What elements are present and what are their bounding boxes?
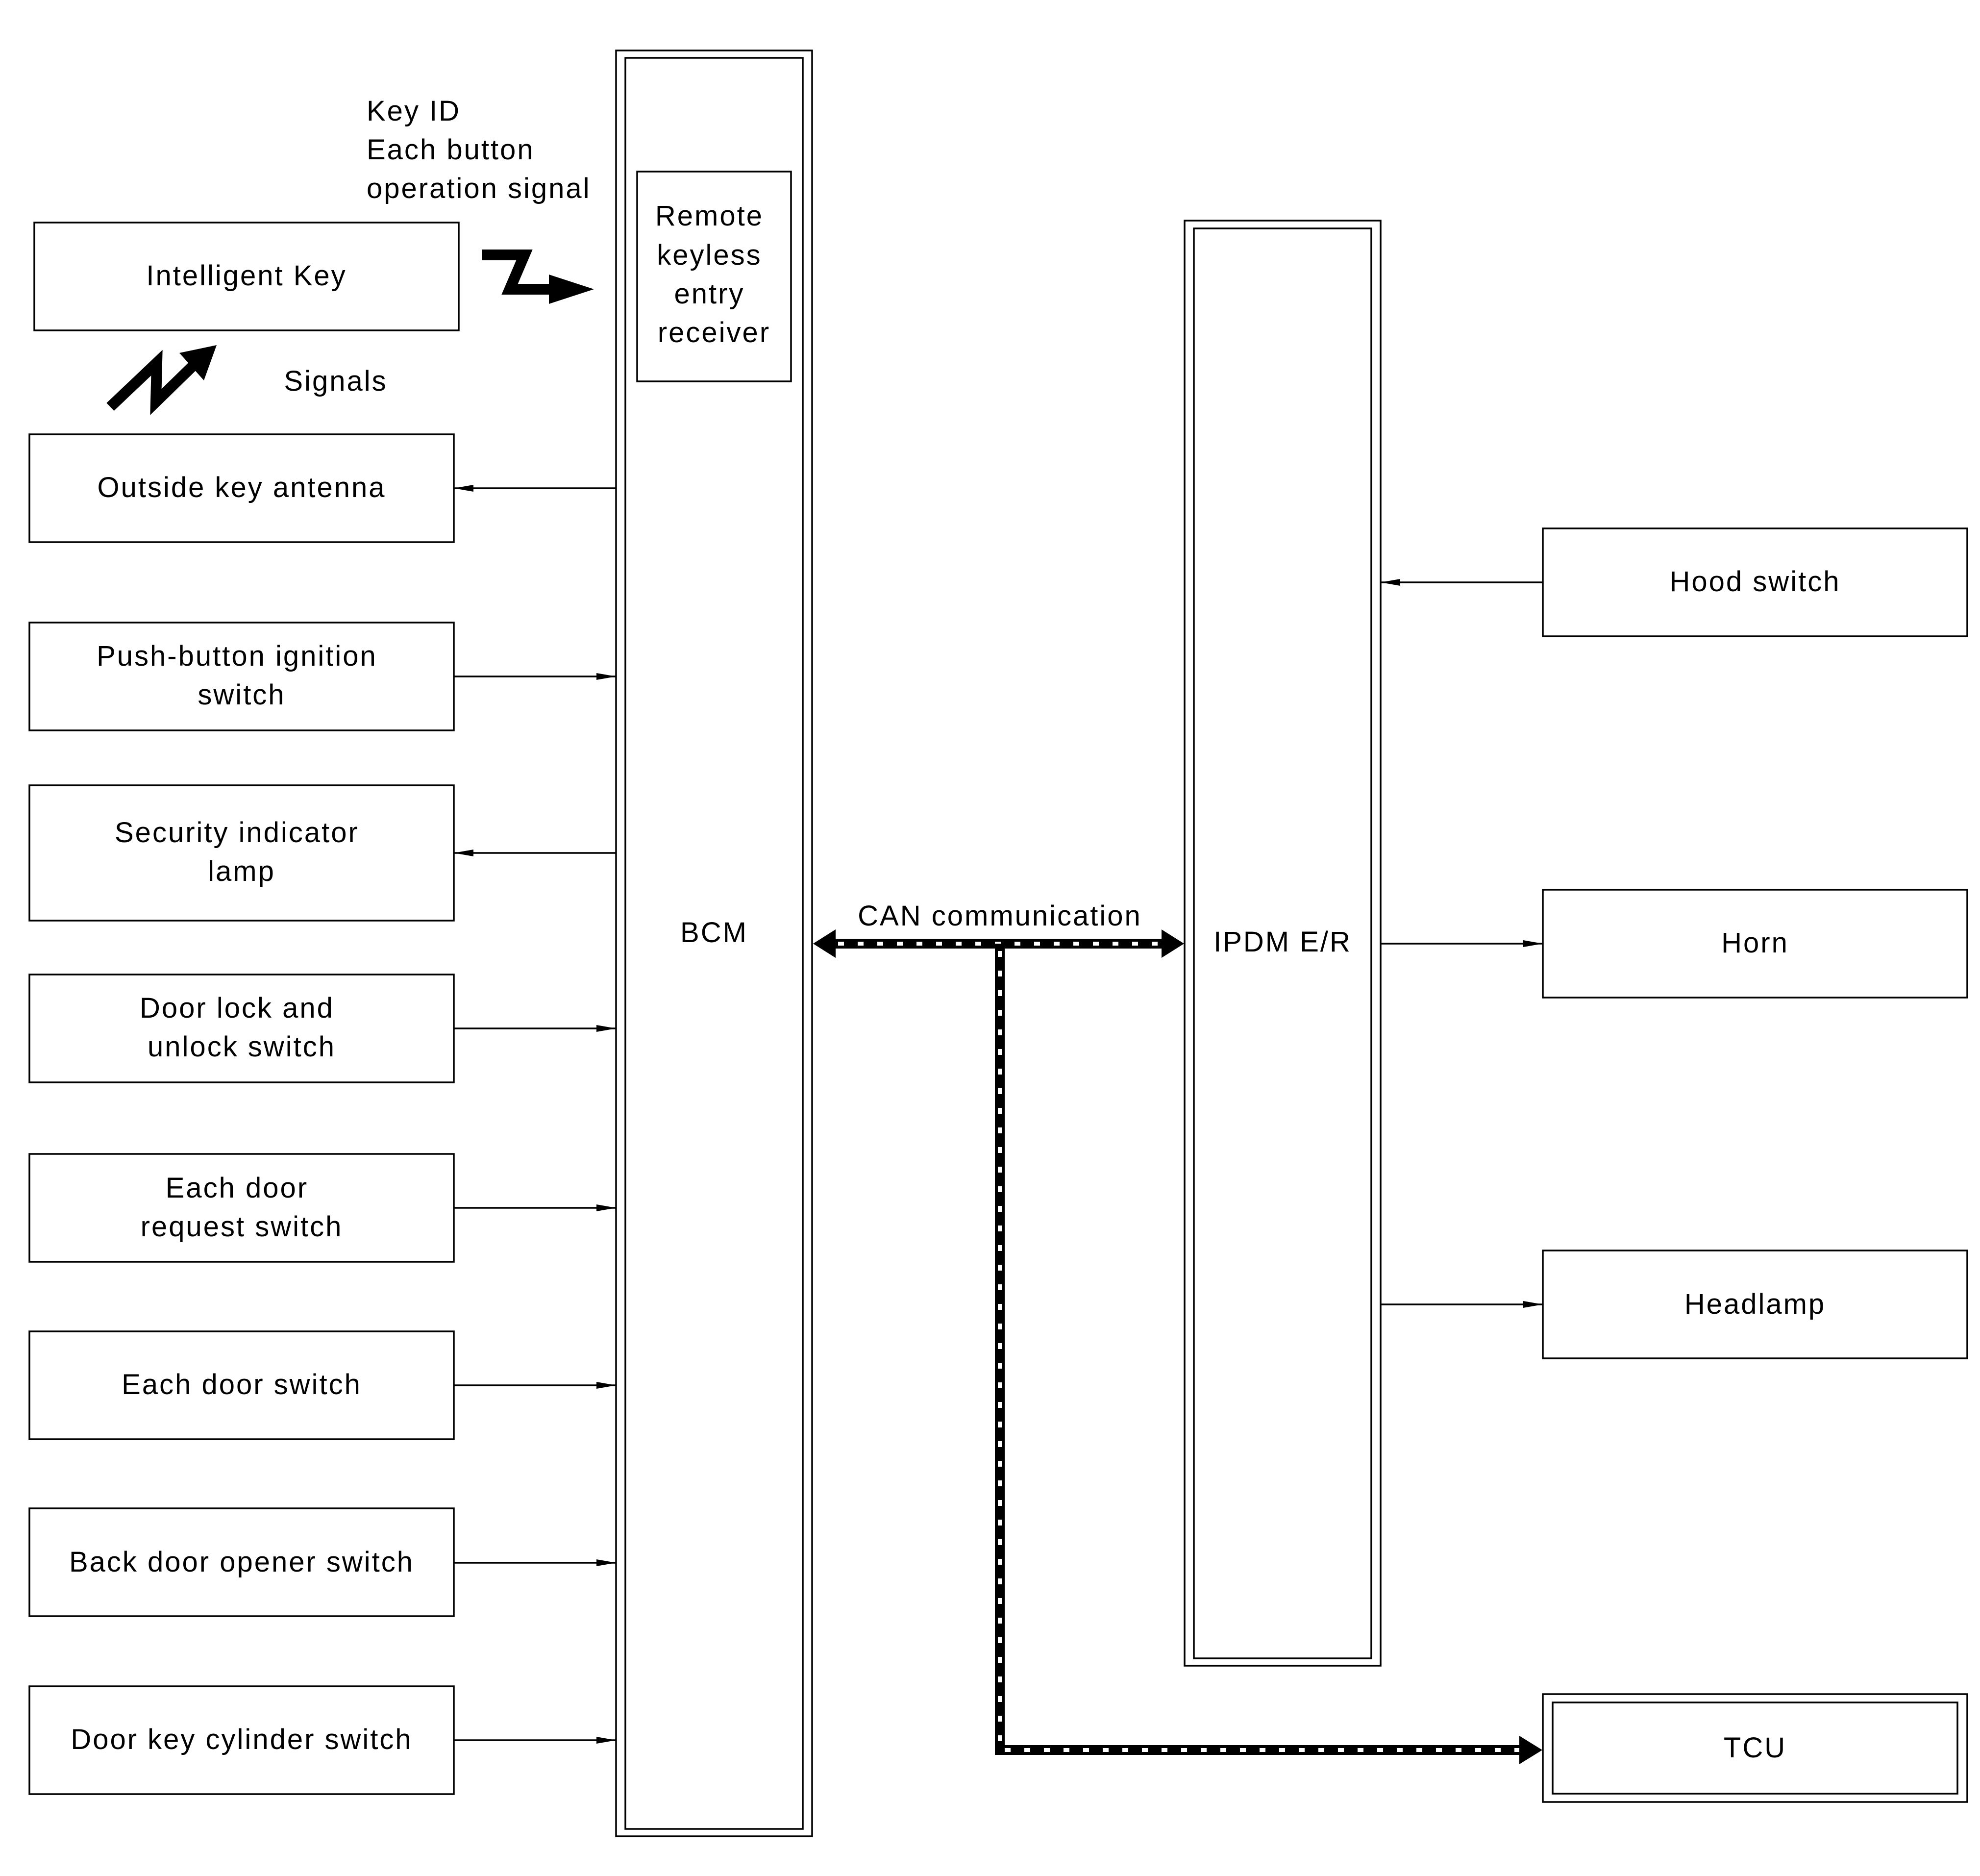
- tcu-label: TCU: [1724, 1732, 1786, 1764]
- headlamp-box: Headlamp: [1542, 1250, 1968, 1359]
- intelligent-key-box: Intelligent Key: [33, 222, 460, 331]
- push-button-ignition-line-1: Push-button ignition: [97, 640, 377, 672]
- key-signal-label: Key ID Each button operation signal: [367, 95, 591, 204]
- security-indicator-lamp-box: Security indicator lamp: [28, 784, 455, 922]
- door-key-cylinder-switch-label: Door key cylinder switch: [71, 1724, 412, 1755]
- each-door-request-line-2: request switch: [141, 1211, 343, 1243]
- each-door-switch-line-1: Each door switch: [122, 1369, 362, 1401]
- each-door-request-line-1: Each door: [166, 1172, 308, 1204]
- outside-key-antenna-label: Outside key antenna: [97, 472, 386, 503]
- ipdm-er-module: IPDM E/R: [1184, 220, 1382, 1667]
- can-communication-label: CAN communication: [858, 900, 1142, 932]
- back-door-opener-switch-box: Back door opener switch: [28, 1507, 455, 1617]
- each-door-request-switch-box: Each door request switch: [28, 1153, 455, 1263]
- headlamp-label: Headlamp: [1684, 1288, 1826, 1320]
- receiver-line-2: keyless: [657, 239, 762, 271]
- back-door-opener-line-1: Back door opener switch: [69, 1546, 414, 1578]
- ipdm-label: IPDM E/R: [1213, 926, 1352, 958]
- push-button-ignition-line-2: switch: [198, 679, 285, 711]
- outside-key-antenna-line-1: Outside key antenna: [97, 472, 386, 503]
- horn-label: Horn: [1721, 927, 1789, 959]
- security-indicator-line-2: lamp: [208, 855, 275, 887]
- headlamp-line-1: Headlamp: [1684, 1288, 1826, 1320]
- each-door-switch-box: Each door switch: [28, 1330, 455, 1440]
- back-door-opener-switch-label: Back door opener switch: [69, 1546, 414, 1578]
- hood-switch-box: Hood switch: [1542, 527, 1968, 637]
- wireless-signal-to-key-icon: [106, 345, 217, 415]
- horn-line-1: Horn: [1721, 927, 1789, 959]
- door-lock-unlock-switch-box: Door lock and unlock switch: [28, 974, 455, 1083]
- intelligent-key-line-1: Intelligent Key: [146, 260, 346, 292]
- can-arrowhead-tcu: [1519, 1736, 1542, 1764]
- key-signal-line-2: Each button: [367, 134, 535, 166]
- can-bus: [813, 929, 1542, 1764]
- outside-key-antenna-box: Outside key antenna: [28, 433, 455, 543]
- door-key-cylinder-line-1: Door key cylinder switch: [71, 1724, 412, 1755]
- door-lock-unlock-line-2: unlock switch: [148, 1031, 336, 1063]
- hood-switch-label: Hood switch: [1670, 566, 1841, 598]
- hood-switch-line-1: Hood switch: [1670, 566, 1841, 598]
- push-button-ignition-switch-box: Push-button ignition switch: [28, 622, 455, 731]
- door-key-cylinder-switch-box: Door key cylinder switch: [28, 1685, 455, 1795]
- key-signal-line-1: Key ID: [367, 95, 461, 127]
- bcm-label: BCM: [680, 917, 748, 949]
- intelligent-key-label: Intelligent Key: [146, 260, 346, 292]
- push-button-ignition-switch-label: Push-button ignition switch: [97, 640, 387, 711]
- can-arrowhead-bcm: [813, 929, 836, 958]
- tcu-module: TCU: [1542, 1693, 1968, 1803]
- receiver-line-4: receiver: [658, 317, 770, 349]
- can-arrowhead-ipdm: [1162, 929, 1184, 958]
- security-indicator-line-1: Security indicator: [115, 817, 359, 849]
- receiver-label: Remote keyless entry receiver: [655, 200, 773, 349]
- security-indicator-lamp-label: Security indicator lamp: [115, 817, 369, 887]
- door-lock-unlock-switch-label: Door lock and unlock switch: [140, 992, 344, 1063]
- receiver-line-3: entry: [674, 278, 744, 310]
- remote-keyless-entry-receiver: Remote keyless entry receiver: [636, 171, 792, 382]
- each-door-request-switch-label: Each door request switch: [141, 1172, 343, 1243]
- wireless-signal-to-receiver-icon: [482, 250, 594, 304]
- horn-box: Horn: [1542, 889, 1968, 999]
- key-signal-line-3: operation signal: [367, 173, 591, 204]
- signals-label: Signals: [284, 365, 387, 397]
- door-lock-unlock-line-1: Door lock and: [140, 992, 334, 1024]
- receiver-line-1: Remote: [655, 200, 764, 232]
- each-door-switch-label: Each door switch: [122, 1369, 362, 1401]
